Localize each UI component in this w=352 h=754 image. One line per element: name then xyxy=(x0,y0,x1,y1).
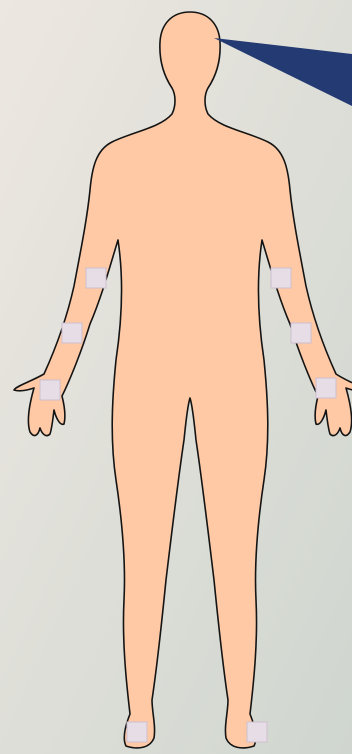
marker-left-forearm[interactable] xyxy=(62,323,82,343)
marker-left-hand[interactable] xyxy=(40,380,60,400)
marker-right-foot[interactable] xyxy=(247,722,267,742)
marker-right-hand[interactable] xyxy=(316,378,336,398)
marker-right-forearm[interactable] xyxy=(291,323,311,343)
marker-right-upper-arm[interactable] xyxy=(271,268,291,288)
marker-left-foot[interactable] xyxy=(127,722,147,742)
marker-left-upper-arm[interactable] xyxy=(86,268,106,288)
